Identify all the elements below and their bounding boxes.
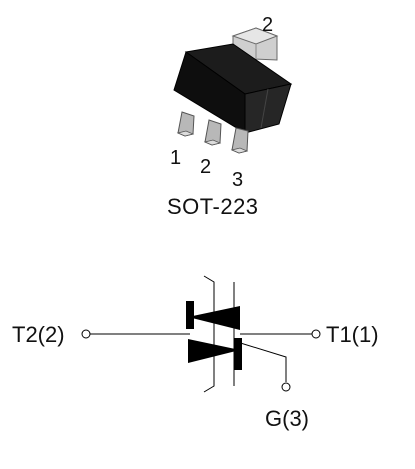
upper-thyristor-bar [186,301,194,329]
gate-terminal-label: G(3) [265,406,309,431]
lead-2-label: 2 [200,156,211,178]
sot-223-package: 2 1 2 3 SOT-223 [167,14,293,219]
lower-thyristor-bar [234,338,242,370]
t2-terminal-label: T2(2) [12,322,65,347]
gate-lead-wire [233,340,287,382]
package-lead-3 [230,127,249,154]
t2-terminal-circle [81,329,91,339]
t2-outline-bar [203,275,215,393]
package-lead-1 [176,111,195,137]
t1-terminal-circle [311,329,321,339]
triac-symbol: T2(2) T1(1) G(3) [12,275,379,431]
lower-thyristor-triangle [188,339,240,363]
gate-terminal-circle [281,382,291,392]
lead-3-label: 3 [232,169,243,191]
lead-1-label: 1 [170,147,181,169]
upper-thyristor-triangle [188,306,240,330]
t1-terminal-label: T1(1) [326,322,379,347]
package-body [173,43,293,134]
tab-pin-label: 2 [262,14,273,36]
package-lead-2 [203,119,222,146]
package-name-label: SOT-223 [167,194,259,219]
